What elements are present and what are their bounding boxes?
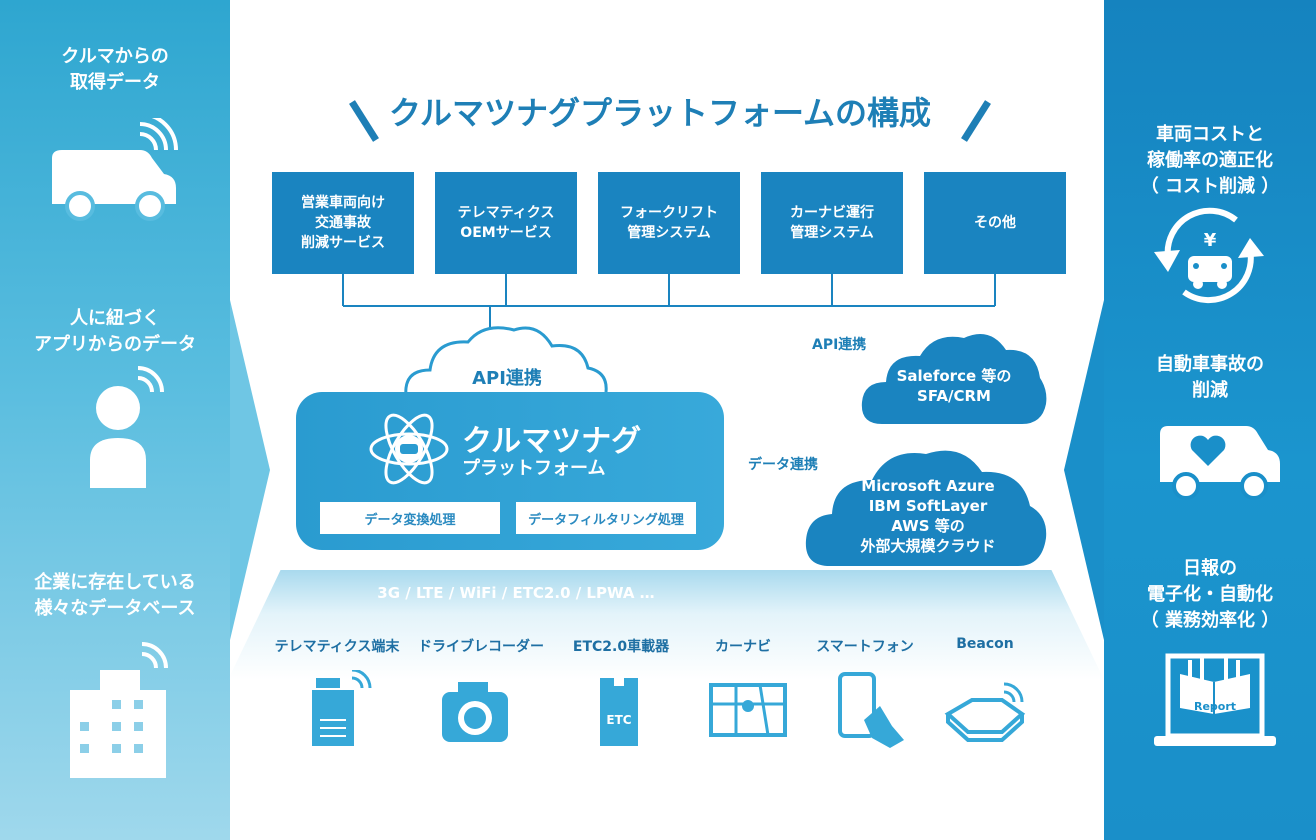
car-icon: [52, 118, 178, 221]
device-label-smartphone: スマートフォン: [816, 639, 914, 655]
data-filtering-box: データフィルタリング処理: [516, 502, 696, 534]
api-link-label: API連携: [812, 337, 867, 353]
report-result-label: 日報の 電子化・自動化 （ 業務効率化 ）: [1140, 558, 1280, 631]
platform-name: クルマツナグ: [462, 424, 642, 459]
data-link-label: データ連携: [748, 457, 818, 473]
accident-result-label: 自動車事故の 削減: [1156, 354, 1264, 401]
device-label-dashcam: ドライブレコーダー: [418, 639, 544, 655]
platform-name-sub: プラットフォーム: [462, 458, 606, 479]
page-title: クルマツナグプラットフォームの構成: [388, 94, 932, 132]
etc-icon-text: ETC: [606, 713, 631, 727]
etc-device-icon: ETC: [600, 678, 638, 746]
map-navigation-icon: [709, 683, 787, 737]
network-label: 3G / LTE / WiFi / ETC2.0 / LPWA …: [377, 584, 655, 602]
title-slash-right: [961, 100, 991, 142]
service-box-forklift: フォークリフト 管理システム: [598, 172, 740, 274]
api-cloud: [404, 326, 608, 410]
sfa-cloud-label: Saleforce 等の SFA/CRM: [896, 367, 1012, 405]
service-box-carnavi: カーナビ運行 管理システム: [761, 172, 903, 274]
beacon-icon: [944, 682, 1026, 742]
person-data-label: 人に紐づく アプリからのデータ: [34, 308, 196, 355]
telematics-terminal-icon: [312, 670, 372, 746]
right-panel-arrow: [1064, 300, 1104, 640]
left-panel-arrow: [230, 300, 270, 640]
network-band: [228, 570, 1104, 680]
car-data-label: クルマからの 取得データ: [61, 46, 169, 93]
sfa-cloud: [861, 334, 1047, 424]
atom-car-logo-icon: [369, 413, 449, 485]
company-data-label: 企業に存在している 様々なデータベース: [34, 572, 196, 619]
camera-icon: [442, 682, 508, 742]
cost-cycle-icon: ¥: [1154, 207, 1264, 304]
external-cloud: [805, 450, 1047, 566]
service-box-other: その他: [924, 172, 1066, 274]
report-icon-text: Report: [1194, 700, 1236, 713]
device-label-telematics: テレマティクス端末: [274, 639, 400, 655]
api-cloud-label: API連携: [472, 368, 542, 389]
smartphone-icon: [838, 672, 904, 748]
device-label-etc: ETC2.0車載器: [572, 639, 670, 655]
heart-car-icon: [1160, 426, 1280, 500]
data-conversion-box: データ変換処理: [320, 502, 500, 534]
yen-symbol: ¥: [1204, 230, 1217, 251]
service-box-accident: 営業車両向け 交通事故 削減サービス: [272, 172, 414, 274]
cost-result-label: 車両コストと 稼働率の適正化 （ コスト削減 ）: [1140, 124, 1280, 197]
title-slash-left: [349, 100, 379, 142]
device-label-beacon: Beacon: [956, 636, 1014, 652]
building-icon: [70, 642, 168, 778]
laptop-report-icon: Report: [1154, 653, 1276, 746]
person-icon: [90, 366, 164, 488]
external-cloud-label: Microsoft Azure IBM SoftLayer AWS 等の 外部大…: [860, 477, 996, 555]
service-box-telematics: テレマティクス OEMサービス: [435, 172, 577, 274]
device-label-carnavi: カーナビ: [715, 639, 771, 655]
